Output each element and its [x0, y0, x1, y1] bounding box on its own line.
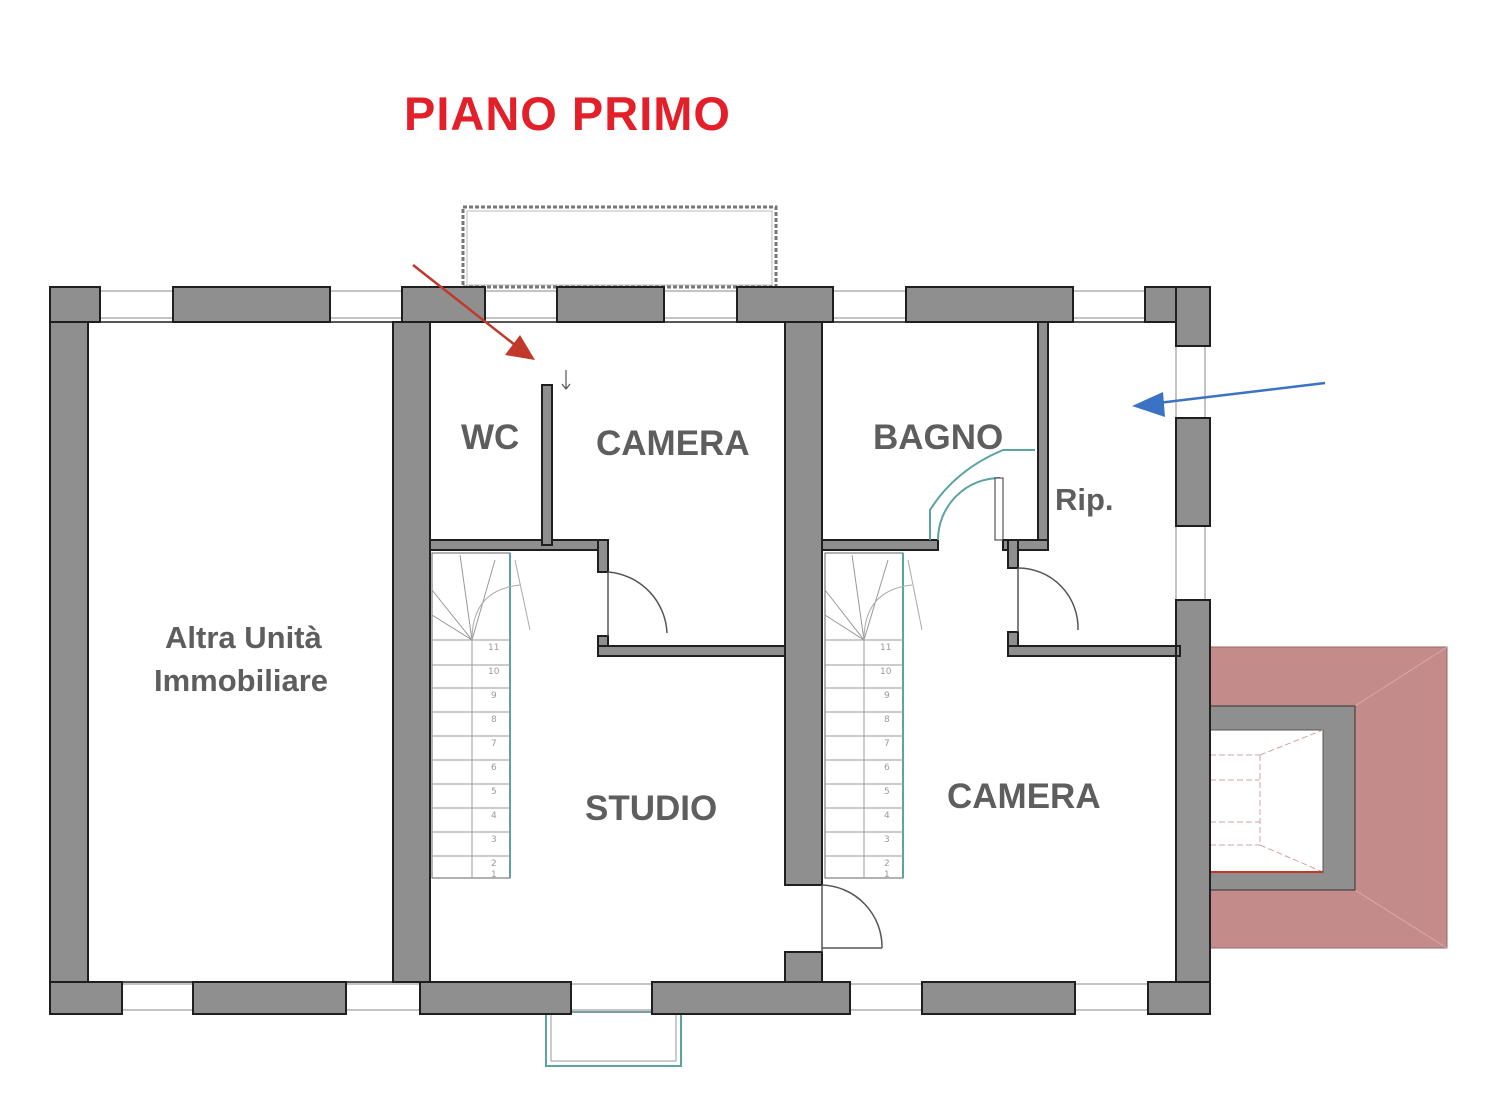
step-num: 4: [491, 811, 497, 821]
step-num: 7: [491, 739, 497, 749]
step-num: 1: [491, 870, 497, 880]
step-num: 1: [884, 870, 890, 880]
room-label-wc: WC: [461, 418, 519, 457]
down-arrow-icon: [561, 370, 571, 390]
step-num: 2: [884, 859, 890, 869]
step-num: 3: [884, 835, 890, 845]
room-label-studio: STUDIO: [585, 789, 717, 828]
step-numbers-left: 11 10 9 8 7 6 5 4 3 2 1: [488, 643, 500, 880]
room-label-altra-unita-2: Immobiliare: [154, 663, 328, 698]
roof-element: [1209, 646, 1448, 949]
step-num: 11: [880, 643, 891, 653]
step-num: 11: [488, 643, 499, 653]
windows: [100, 290, 1206, 1011]
step-num: 7: [884, 739, 890, 749]
bottom-balcony: [545, 1011, 682, 1067]
room-label-bagno: BAGNO: [873, 418, 1003, 457]
step-num: 3: [491, 835, 497, 845]
wall-outer-left: [49, 286, 89, 1015]
top-balcony: [461, 205, 778, 289]
floor-plan-title: PIANO PRIMO: [404, 87, 731, 140]
room-label-altra-unita-1: Altra Unità: [165, 620, 323, 655]
step-num: 9: [884, 691, 890, 701]
step-num: 8: [491, 715, 497, 725]
room-labels: WC CAMERA BAGNO Rip. Altra Unità Immobil…: [154, 418, 1114, 828]
doors: [607, 567, 1079, 952]
step-num: 10: [880, 667, 892, 677]
wall-inner-lines: [88, 321, 1176, 983]
step-num: 9: [491, 691, 497, 701]
red-arrow-icon: [412, 264, 535, 360]
step-num: 5: [884, 787, 890, 797]
step-num: 4: [884, 811, 890, 821]
step-num: 2: [491, 859, 497, 869]
partitions: [429, 321, 1181, 657]
bagno-door: [929, 449, 1035, 541]
blue-arrow-icon: [1132, 381, 1326, 417]
room-label-camera-top: CAMERA: [596, 424, 750, 463]
step-num: 5: [491, 787, 497, 797]
step-num: 6: [884, 763, 890, 773]
step-num: 8: [884, 715, 890, 725]
stairs-left: [431, 552, 531, 879]
step-num: 6: [491, 763, 497, 773]
room-label-camera-bottom: CAMERA: [947, 777, 1101, 816]
step-num: 10: [488, 667, 500, 677]
step-numbers-right: 11 10 9 8 7 6 5 4 3 2 1: [880, 643, 892, 880]
room-label-ripostiglio: Rip.: [1055, 482, 1114, 517]
walls: [49, 286, 1211, 1015]
stairs-right: [824, 552, 923, 879]
